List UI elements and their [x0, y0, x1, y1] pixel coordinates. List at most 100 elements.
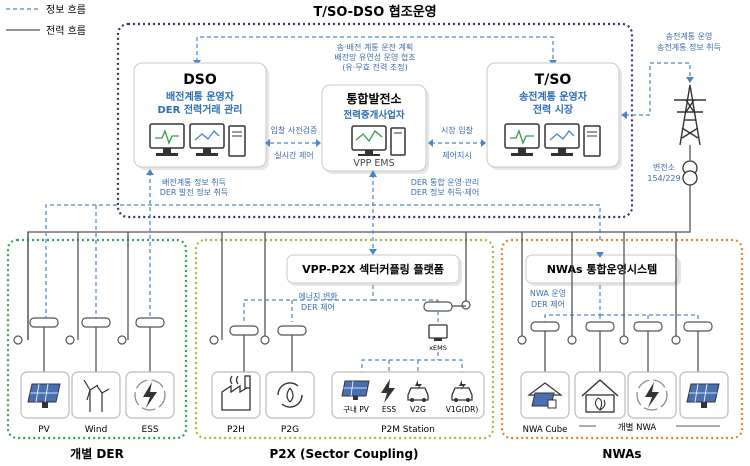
arrow-head-icon: [621, 111, 627, 119]
wind-turbine-icon: [83, 379, 110, 412]
gas-cycle-icon: [277, 382, 303, 408]
tso-right-label-1: 송전계통 운영: [666, 31, 713, 41]
vpp-down-label-2: DER 정보 취득·제어: [411, 187, 480, 197]
legend: 정보 흐름 전력 흐름: [6, 4, 86, 37]
meter-icon: [229, 325, 259, 336]
arrow-head-icon: [686, 77, 694, 83]
dso-title: DSO: [183, 72, 217, 88]
tso-tower-info-line: [625, 62, 691, 116]
arrow-head-icon: [265, 139, 270, 147]
house-leaf-icon: [581, 379, 619, 413]
solar-house-icon: [527, 382, 563, 409]
vpp-ems-label: VPP EMS: [353, 158, 394, 169]
flow-label-top-1: 송·배전 계통 운전 계획: [337, 42, 413, 52]
nwa-ess: [627, 321, 677, 419]
arrow-head-icon: [481, 139, 486, 147]
station-ess-label: ESS: [382, 405, 396, 414]
tso-role-2: 전력 시장: [533, 103, 574, 116]
flow-label-top-3: (유·무효 전력 조정): [342, 62, 407, 72]
lightning-icon: [636, 379, 668, 411]
p2x-platform-title: VPP-P2X 섹터커플링 플랫폼: [302, 262, 444, 276]
der-ess: ESS: [117, 232, 175, 435]
dso-down-label-1: 배전계통 정보 취득: [162, 177, 226, 187]
p2h-label: P2H: [227, 425, 245, 435]
arrow-head-icon: [316, 139, 321, 147]
power-flow-legend-label: 전력 흐름: [46, 25, 86, 37]
p2m-station-label: P2M Station: [381, 425, 435, 435]
dso-down-label-2: DER 발전 정보 취득: [160, 187, 229, 197]
p2x-note-1: 에너지 변환: [298, 291, 338, 301]
ev-car-icon: [451, 380, 473, 402]
der-group-frame: [6, 238, 188, 440]
arrow-head-icon: [369, 249, 377, 255]
dso-role-2: DER 전력거래 관리: [158, 103, 243, 116]
xems-computer-icon: [428, 324, 448, 341]
vpp-role: 전력중개사업자: [343, 109, 404, 121]
transformer-icon: [682, 160, 698, 186]
meter-icon: [81, 317, 111, 328]
nwa-group-title: NWAs: [602, 447, 641, 461]
arrow-head-icon: [146, 169, 154, 175]
nwa-cube-label: NWA Cube: [523, 425, 568, 435]
lightning-icon: [134, 379, 166, 411]
meter-icon: [530, 321, 560, 332]
dso-tso-info-line: [196, 36, 554, 62]
p2x-group-frame: [194, 238, 495, 440]
dso-vpp-label-2: 실시간 제어: [274, 150, 313, 160]
station-v2g-label: V2G: [410, 405, 426, 414]
arrow-head-icon: [596, 252, 604, 258]
cooperation-title: T/SO-DSO 협조운영: [313, 4, 436, 20]
dso-wide-info-line: [45, 204, 601, 320]
meter-icon: [135, 317, 165, 328]
station-pv-label: 구내 PV: [343, 405, 370, 414]
computer-icon: [504, 123, 601, 157]
nwa-cube: NWA Cube: [520, 321, 570, 435]
substation-label-2: 154/229: [647, 174, 680, 183]
nwa-note-1: NWA 운영: [530, 288, 566, 298]
tso-title: T/SO: [535, 72, 572, 88]
pv-label: PV: [38, 425, 50, 435]
nwa-house: [574, 321, 626, 419]
substation-label-1: 변전소: [653, 162, 675, 172]
vpp-tso-label-1: 시장 입찰: [441, 125, 474, 135]
meter-icon: [29, 317, 59, 328]
transmission-tower-icon: [674, 84, 706, 146]
computer-icon: [351, 125, 406, 156]
nwa-note-2: DER 제어: [531, 299, 565, 309]
tso-dso-cooperation-frame: [116, 22, 634, 219]
p2g-label: P2G: [281, 425, 299, 435]
nwa-group-frame: [500, 238, 744, 440]
p2x-p2g: P2G: [265, 325, 315, 435]
meter-icon: [633, 321, 663, 332]
wind-label: Wind: [85, 425, 108, 435]
computer-icon: [149, 123, 246, 157]
info-flow-legend-label: 정보 흐름: [46, 4, 86, 16]
p2x-group-title: P2X (Sector Coupling): [269, 447, 418, 461]
meter-icon: [277, 325, 307, 336]
p2x-note-2: DER 제어: [301, 302, 335, 312]
lightning-icon: [381, 379, 395, 403]
arrow-head-icon: [369, 170, 377, 177]
xems-label: xEMS: [429, 344, 447, 352]
ess-label: ESS: [141, 425, 158, 435]
meter-icon: [423, 301, 453, 312]
solar-panel-icon: [341, 380, 370, 400]
vpp-down-label-1: DER 통합 운영·관리: [411, 177, 480, 187]
der-pv: PV: [13, 232, 70, 435]
station-v1g-label: V1G(DR): [446, 405, 479, 414]
vpp-title: 통합발전소: [346, 91, 401, 106]
arrow-head-icon: [428, 139, 433, 147]
factory-icon: [221, 375, 251, 411]
der-group-title: 개별 DER: [70, 446, 124, 461]
nwa-system-title: NWAs 통합운영시스템: [547, 262, 658, 276]
solar-panel-icon: [686, 383, 720, 408]
vpp-tso-label-2: 제어지시: [442, 150, 471, 160]
solar-panel-icon: [27, 383, 61, 408]
dso-role-1: 배전계통 운영자: [166, 90, 235, 103]
nwa-individual-label: 개별 NWA: [618, 422, 657, 433]
der-wind: Wind: [65, 232, 121, 435]
p2x-p2h: P2H: [211, 325, 261, 435]
flow-label-top-2: 배전망 유연성 운영 협조: [334, 52, 415, 62]
tso-right-label-2: 송전계통 정보 취득: [657, 42, 721, 52]
meter-icon: [683, 321, 713, 332]
